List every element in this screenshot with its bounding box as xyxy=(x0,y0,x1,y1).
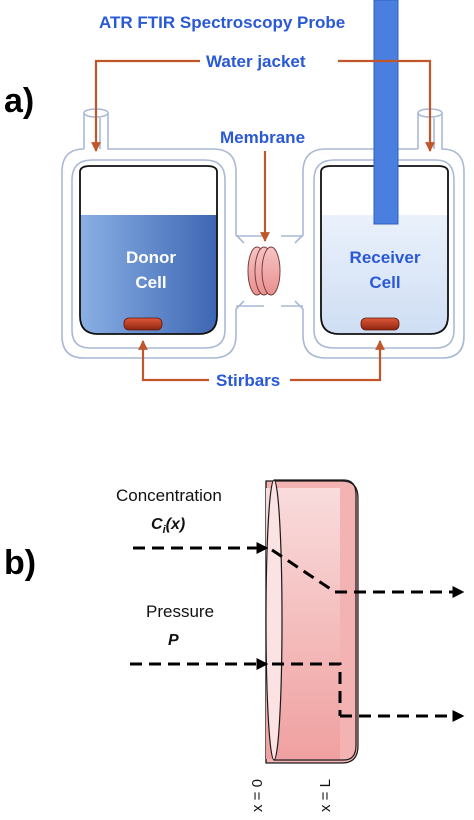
receiver-stirbar xyxy=(360,317,400,331)
pressure-label: Pressure xyxy=(146,602,214,621)
water-jacket-arrow-right xyxy=(338,59,435,152)
concentration-symbol-base: C xyxy=(151,516,163,533)
receiver-cell: Receiver Cell xyxy=(320,165,449,335)
x0-label: x = 0 xyxy=(249,779,266,812)
atr-probe xyxy=(373,0,399,225)
donor-label-line1: Donor xyxy=(126,248,176,267)
water-jacket-label: Water jacket xyxy=(206,52,306,71)
panel-b-label: b) xyxy=(4,544,36,582)
concentration-symbol-sub: i xyxy=(163,524,167,536)
xL-label: x = L xyxy=(317,779,334,812)
annotation-arrows xyxy=(91,59,435,382)
donor-stirbar xyxy=(123,317,163,331)
donor-cell: Donor Cell xyxy=(79,165,218,335)
donor-label-line2: Cell xyxy=(135,273,166,292)
receiver-label-line2: Cell xyxy=(369,273,400,292)
concentration-gradient-line xyxy=(271,548,336,594)
membrane-slab xyxy=(265,479,359,764)
membrane-label: Membrane xyxy=(220,128,305,147)
stirbar-arrow-left xyxy=(138,340,209,382)
concentration-symbol: Ci(x) xyxy=(151,516,185,536)
stirbar-arrow-right xyxy=(290,340,385,382)
panel-a-label: a) xyxy=(4,82,34,120)
concentration-profile xyxy=(133,542,465,598)
stirbars-label: Stirbars xyxy=(216,371,280,390)
water-jacket-arrow-left xyxy=(91,59,200,152)
panel-b: b) Concentration Ci(x) Pressure xyxy=(4,479,465,812)
membrane xyxy=(247,246,281,296)
pressure-symbol: P xyxy=(168,632,179,649)
concentration-label: Concentration xyxy=(116,486,222,505)
pressure-profile xyxy=(130,658,465,722)
probe-label: ATR FTIR Spectroscopy Probe xyxy=(99,13,345,32)
pressure-flat-line xyxy=(272,662,342,716)
panel-a: a) ATR FTIR Spectroscopy Probe Water jac… xyxy=(4,0,465,390)
concentration-symbol-arg: (x) xyxy=(166,516,186,533)
receiver-label-line1: Receiver xyxy=(350,248,421,267)
